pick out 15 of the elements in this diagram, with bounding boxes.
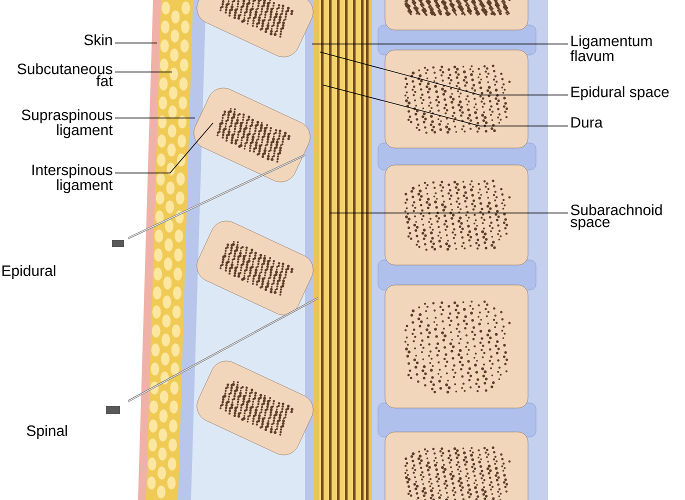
leader-line [330,212,568,214]
anatomy-label: Dura [571,117,603,128]
anatomy-label: Subarachnoid space [570,204,662,230]
anatomy-label: Epidural space [571,86,669,100]
leader-line [114,42,158,44]
anatomy-label: Supraspinous ligament [22,109,113,138]
leader-line [114,122,214,174]
anatomy-label: Interspinous ligament [32,164,113,194]
needle-label: Spinal [26,425,67,439]
anatomy-label: Ligamentum flavum [570,35,652,62]
anatomy-label: Subcutaneous fat [18,63,113,86]
anatomy-label: Skin [84,34,112,46]
needle-label: Epidural [2,265,56,279]
leader-line [322,84,568,126]
leader-line [320,52,568,96]
